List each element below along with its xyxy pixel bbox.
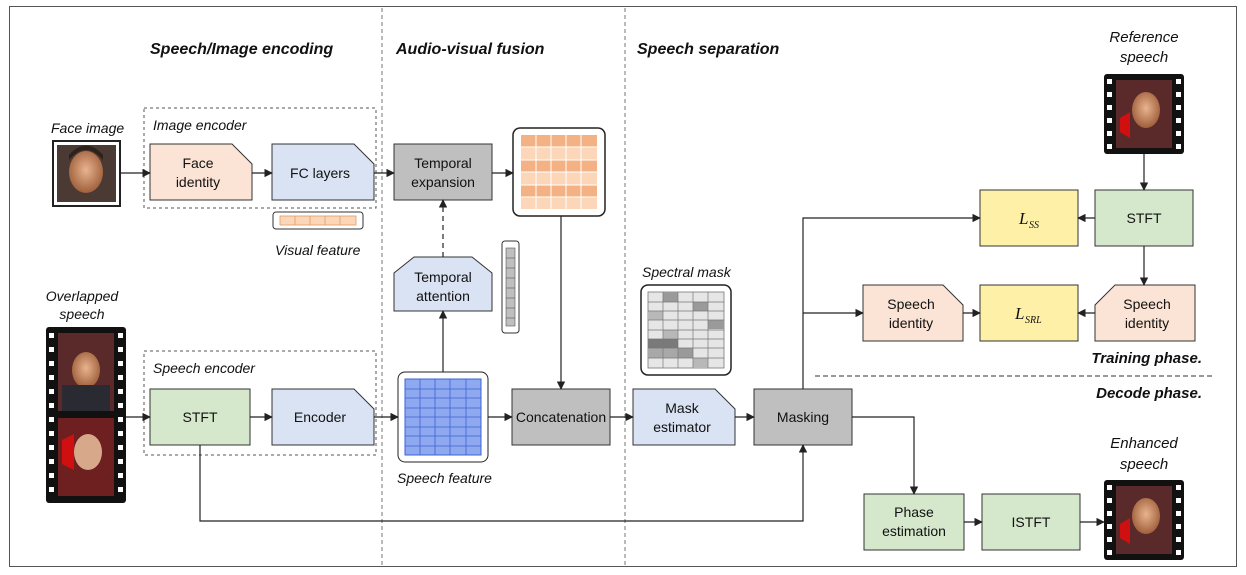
face-identity-block: Face identity — [149, 143, 253, 201]
loss-srl-block: L SRL — [979, 284, 1079, 342]
temporal-expansion-block: Temporal expansion — [393, 143, 493, 201]
section-title-fusion: Audio-visual fusion — [395, 41, 545, 58]
section-title-separation: Speech separation — [637, 41, 780, 58]
encoder-block: Encoder — [271, 388, 375, 446]
mask-estimator-block: Mask estimator — [632, 388, 736, 446]
face-image-caption: Face image — [51, 120, 124, 136]
loss-ss-symbol: L — [1018, 209, 1028, 228]
istft-block: ISTFT — [981, 493, 1081, 551]
stft-reference-label: STFT — [1127, 210, 1162, 226]
attention-weights-vector — [501, 240, 520, 334]
visual-feature-caption: Visual feature — [275, 242, 361, 258]
concatenation-block: Concatenation — [511, 388, 611, 446]
enhanced-film-strip-icon — [1104, 480, 1184, 560]
enhanced-speech-caption-1: Enhanced — [1110, 435, 1178, 452]
mask-estimator-label-1: Mask — [665, 400, 699, 416]
outer-frame — [9, 6, 1237, 567]
decode-phase-label: Decode phase. — [1096, 385, 1202, 402]
masking-block: Masking — [753, 388, 853, 446]
speech-identity-left-block: Speech identity — [862, 284, 964, 342]
fc-layers-block: FC layers — [271, 143, 375, 201]
overlapped-speech-caption-1: Overlapped — [46, 288, 120, 304]
masking-label: Masking — [777, 409, 829, 425]
reference-speech-caption-2: speech — [1120, 49, 1168, 66]
speech-identity-right-label-1: Speech — [1123, 296, 1170, 312]
speech-encoder-caption: Speech encoder — [153, 360, 256, 376]
phase-estimation-block: Phase estimation — [863, 493, 965, 551]
section-title-encoding: Speech/Image encoding — [150, 41, 333, 58]
mask-estimator-label-2: estimator — [653, 419, 711, 435]
speech-identity-left-label-2: identity — [889, 315, 933, 331]
temporal-attention-label-2: attention — [416, 288, 470, 304]
reference-film-strip-icon — [1104, 74, 1184, 154]
expanded-visual-feature — [512, 127, 606, 217]
temporal-expansion-label-2: expansion — [411, 174, 475, 190]
encoder-label: Encoder — [294, 409, 346, 425]
concatenation-label: Concatenation — [516, 409, 606, 425]
enhanced-speech-caption-2: speech — [1120, 456, 1168, 473]
temporal-attention-block: Temporal attention — [393, 256, 493, 312]
phase-estimation-label-2: estimation — [882, 523, 946, 539]
temporal-expansion-label-1: Temporal — [414, 155, 472, 171]
training-phase-label: Training phase. — [1091, 350, 1202, 367]
edges — [121, 154, 1149, 527]
speech-feature-caption: Speech feature — [397, 470, 492, 486]
speech-identity-right-block: Speech identity — [1094, 284, 1196, 342]
spectral-mask-grid — [640, 284, 732, 376]
speech-identity-right-label-2: identity — [1125, 315, 1169, 331]
film-strip-icon — [46, 327, 126, 503]
stft-reference-block: STFT — [1094, 189, 1194, 247]
loss-srl-subscript: SRL — [1025, 315, 1042, 326]
speech-encoder-group — [143, 350, 377, 456]
phase-estimation-label-1: Phase — [894, 504, 934, 520]
stft-speech-label: STFT — [183, 409, 218, 425]
fc-layers-label: FC layers — [290, 165, 350, 181]
loss-ss-block: L SS — [979, 189, 1079, 247]
image-encoder-group — [143, 107, 377, 209]
overlapped-speech-caption-2: speech — [59, 306, 104, 322]
face-identity-label-2: identity — [176, 174, 220, 190]
speech-feature-grid — [397, 371, 489, 463]
loss-ss-subscript: SS — [1029, 220, 1039, 231]
reference-speech-caption-1: Reference — [1109, 29, 1178, 46]
face-photo-icon — [52, 140, 121, 207]
speech-identity-left-label-1: Speech — [887, 296, 934, 312]
stft-speech-block: STFT — [149, 388, 251, 446]
istft-label: ISTFT — [1012, 514, 1051, 530]
temporal-attention-label-1: Temporal — [414, 269, 472, 285]
spectral-mask-caption: Spectral mask — [642, 264, 732, 280]
loss-srl-symbol: L — [1014, 304, 1024, 323]
face-identity-label-1: Face — [182, 155, 213, 171]
visual-feature-vector — [272, 211, 364, 230]
image-encoder-caption: Image encoder — [153, 117, 248, 133]
